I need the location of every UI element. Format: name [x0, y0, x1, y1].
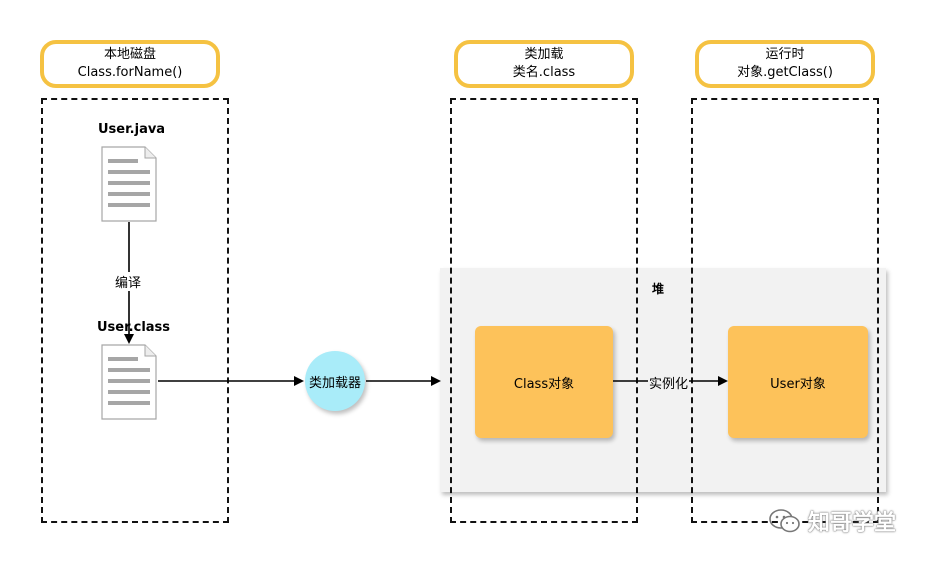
column-header-runtime-title: 运行时	[765, 47, 805, 62]
compile-label: 编译	[114, 272, 143, 291]
user-object-label: User对象	[770, 376, 826, 392]
disk-column-box	[41, 98, 229, 523]
watermark: 知哥学堂	[768, 505, 896, 537]
classload-column-box	[450, 98, 638, 523]
source-file-label: User.java	[98, 122, 166, 137]
heap-label: 堆	[652, 282, 665, 296]
class-loader-label: 类加载器	[308, 375, 361, 391]
column-header-classload-subtitle: 类名.class	[512, 65, 576, 80]
column-header-disk: 本地磁盘 Class.forName()	[40, 40, 220, 88]
class-object-node: Class对象	[475, 326, 613, 438]
column-header-disk-title: 本地磁盘	[103, 47, 156, 62]
column-header-disk-subtitle: Class.forName()	[77, 65, 183, 80]
compiled-file-label: User.class	[97, 320, 171, 335]
column-header-classload-title: 类加载	[524, 47, 564, 62]
compiled-file-icon	[101, 344, 157, 420]
watermark-text: 知哥学堂	[808, 511, 897, 536]
column-header-runtime-subtitle: 对象.getClass()	[737, 65, 833, 80]
wechat-icon	[769, 509, 800, 533]
instantiate-label: 实例化	[648, 373, 690, 392]
user-object-node: User对象	[728, 326, 868, 438]
class-object-label: Class对象	[513, 376, 575, 392]
class-loader-node: 类加载器	[305, 351, 365, 411]
source-file-icon	[101, 146, 157, 222]
column-header-runtime: 运行时 对象.getClass()	[695, 40, 875, 88]
column-header-classload: 类加载 类名.class	[454, 40, 634, 88]
